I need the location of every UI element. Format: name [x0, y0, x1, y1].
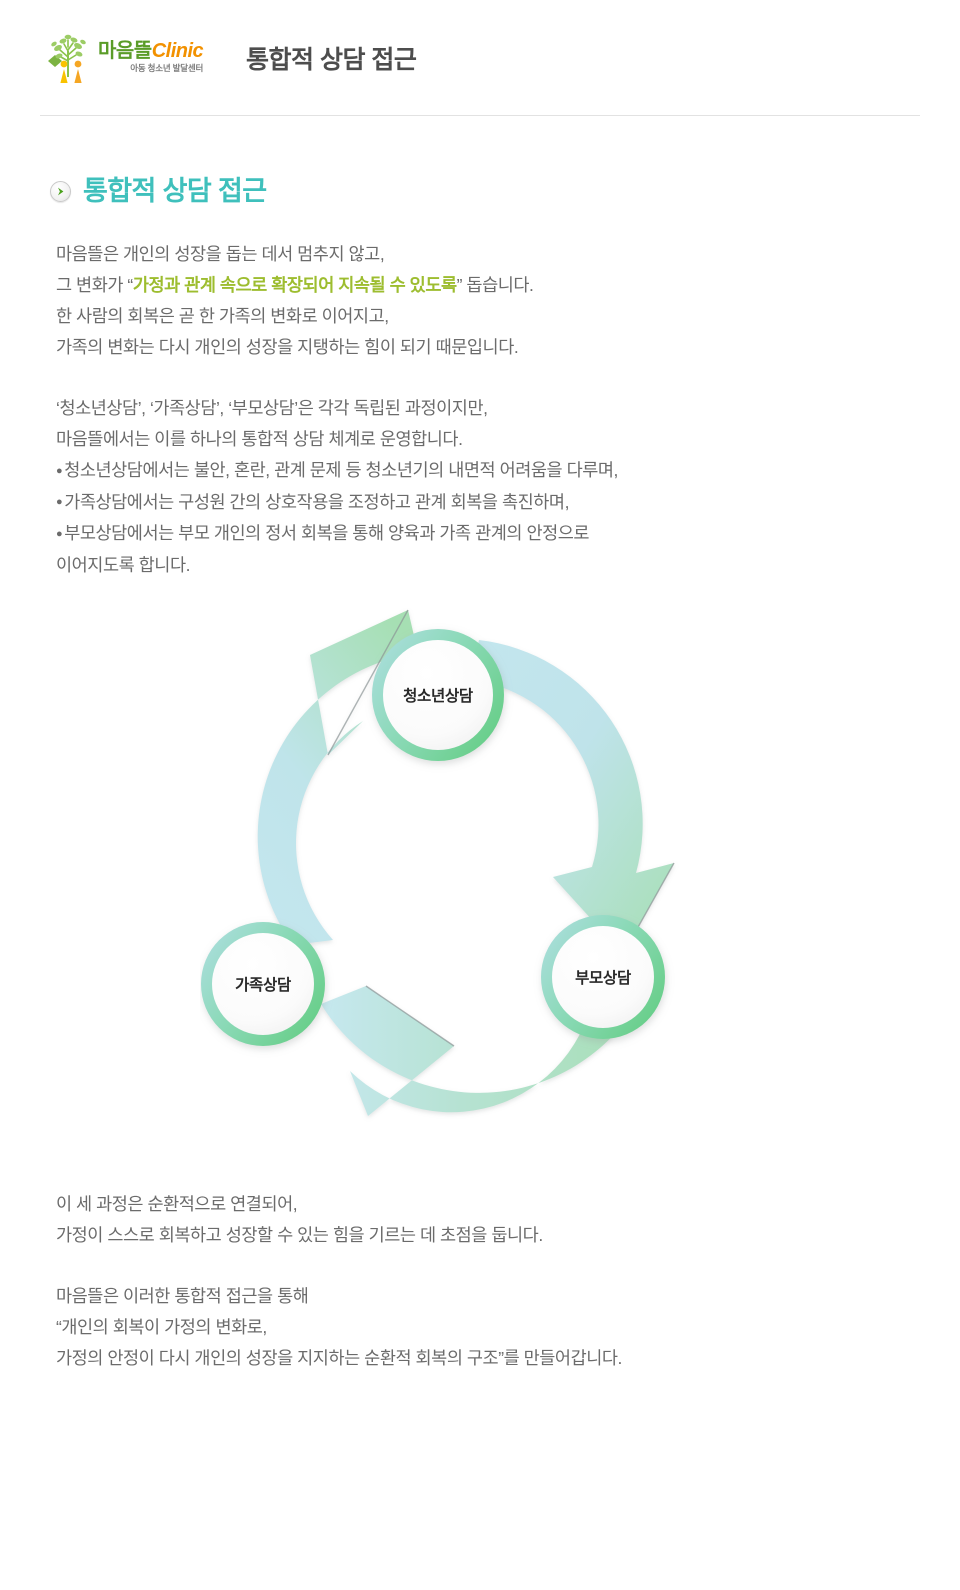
detail-paragraph: ‘청소년상담’, ‘가족상담’, ‘부모상담’은 각각 독립된 과정이지만, 마…: [56, 393, 920, 581]
cycle-node-parent-label: 부모상담: [575, 969, 632, 987]
cycle-diagram: 청소년상담 부모상담 가족상담: [0, 605, 960, 1145]
cycle-node-youth-label: 청소년상담: [403, 686, 474, 705]
detail-line-2: 마음뜰에서는 이를 하나의 통합적 상담 체계로 운영합니다.: [56, 429, 463, 449]
brand-logo[interactable]: 마음뜰Clinic 아동 청소년 발달센터: [40, 30, 220, 86]
detail-bullet-2: 가족상담에서는 구성원 간의 상호작용을 조정하고 관계 회복을 촉진하며,: [56, 487, 920, 519]
detail-bullet-1: 청소년상담에서는 불안, 혼란, 관계 문제 등 청소년기의 내면적 어려움을 …: [56, 455, 920, 487]
header-divider: [40, 115, 920, 116]
logo-name-kr: 마음뜰: [98, 40, 152, 63]
intro-line-2-post: ” 돕습니다.: [456, 275, 534, 295]
outro-paragraph-2: 마음뜰은 이러한 통합적 접근을 통해 “개인의 회복이 가정의 변화로, 가정…: [56, 1281, 920, 1374]
section-heading: 통합적 상담 접근: [50, 178, 960, 205]
cycle-node-family-label: 가족상담: [235, 976, 292, 994]
outro-line-5: 가정의 안정이 다시 개인의 성장을 지지하는 순환적 회복의 구조”를 만들어…: [56, 1347, 622, 1368]
outro-line-2: 가정이 스스로 회복하고 성장할 수 있는 힘을 기르는 데 초점을 둡니다.: [56, 1224, 543, 1245]
outro-line-3: 마음뜰은 이러한 통합적 접근을 통해: [56, 1285, 309, 1306]
page-header: 마음뜰Clinic 아동 청소년 발달센터 통합적 상담 접근: [0, 0, 960, 116]
outro-line-1: 이 세 과정은 순환적으로 연결되어,: [56, 1193, 298, 1214]
intro-paragraph: 마음뜰은 개인의 성장을 돕는 데서 멈추지 않고, 그 변화가 “가정과 관계…: [56, 239, 920, 363]
outro-paragraph-1: 이 세 과정은 순환적으로 연결되어, 가정이 스스로 회복하고 성장할 수 있…: [56, 1189, 920, 1251]
tree-with-children-icon: [40, 31, 96, 85]
article-footer-body: 이 세 과정은 순환적으로 연결되어, 가정이 스스로 회복하고 성장할 수 있…: [56, 1189, 920, 1374]
intro-line-1: 마음뜰은 개인의 성장을 돕는 데서 멈추지 않고,: [56, 244, 385, 264]
cycle-node-family[interactable]: 가족상담: [201, 921, 325, 1046]
logo-name-en: Clinic: [151, 40, 204, 63]
paragraph-spacer-2: [56, 1251, 920, 1281]
cycle-node-youth[interactable]: 청소년상담: [372, 628, 504, 761]
detail-bullet-3: 부모상담에서는 부모 개인의 정서 회복을 통해 양육과 가족 관계의 안정으로: [56, 518, 920, 550]
intro-line-3: 한 사람의 회복은 곧 한 가족의 변화로 이어지고,: [56, 306, 389, 326]
logo-tagline: 아동 청소년 발달센터: [130, 63, 204, 74]
intro-line-4: 가족의 변화는 다시 개인의 성장을 지탱하는 힘이 되기 때문입니다.: [56, 337, 519, 357]
detail-line-3: 이어지도록 합니다.: [56, 554, 191, 575]
intro-highlight: 가정과 관계 속으로 확장되어 지속될 수 있도록: [132, 275, 457, 295]
logo-wordmark: 마음뜰Clinic 아동 청소년 발달센터: [98, 40, 204, 75]
section-heading-text: 통합적 상담 접근: [83, 176, 267, 206]
page-title: 통합적 상담 접근: [246, 46, 417, 74]
arrow-parent-to-family: [321, 975, 634, 1116]
circle-play-arrow-icon: [50, 181, 71, 202]
article-body: 마음뜰은 개인의 성장을 돕는 데서 멈추지 않고, 그 변화가 “가정과 관계…: [56, 205, 920, 581]
outro-line-4: “개인의 회복이 가정의 변화로,: [56, 1316, 267, 1337]
cycle-node-parent[interactable]: 부모상담: [541, 914, 665, 1039]
detail-line-1: ‘청소년상담’, ‘가족상담’, ‘부모상담’은 각각 독립된 과정이지만,: [56, 398, 488, 418]
intro-line-2: 그 변화가 “가정과 관계 속으로 확장되어 지속될 수 있도록” 돕습니다.: [56, 270, 920, 301]
paragraph-spacer: [56, 363, 920, 393]
intro-line-2-pre: 그 변화가 “: [56, 275, 133, 295]
